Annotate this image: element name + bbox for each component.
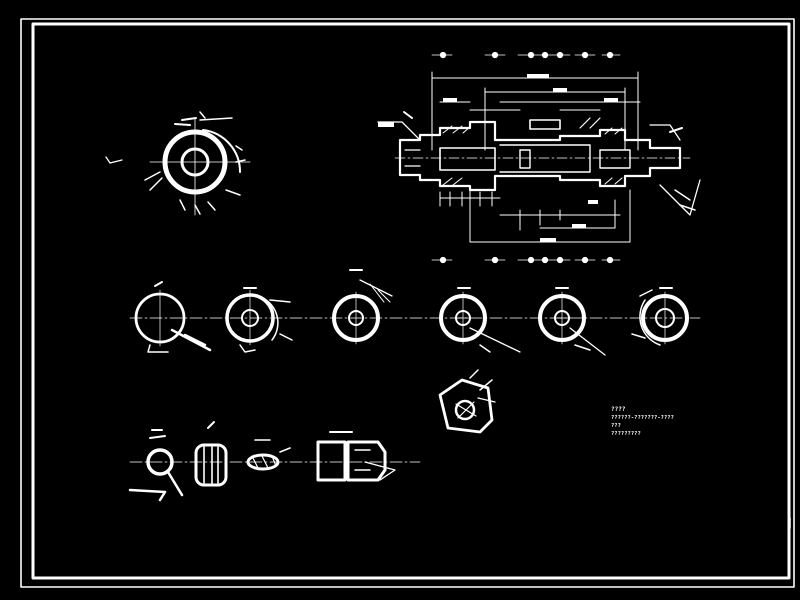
section-view-3: [332, 269, 393, 345]
notes-line-2: ???: [611, 423, 621, 429]
oblique-detail-view: [438, 369, 496, 434]
part-view-housing: [316, 431, 396, 482]
notes-line-1: ??????-???????-????: [611, 415, 674, 421]
main-section-view: [377, 51, 701, 264]
end-view-detail: [105, 111, 251, 216]
section-view-5: [538, 287, 606, 356]
section-view-4: [439, 287, 521, 353]
section-views-row: [129, 269, 701, 356]
notes-line-3: ?????????: [611, 431, 641, 437]
section-view-6: [631, 287, 689, 346]
part-view-ball: [128, 429, 184, 502]
bottom-part-views: [128, 421, 421, 502]
technical-notes: ???? ??????-???????-???? ??? ?????????: [611, 406, 761, 438]
section-view-2: [225, 287, 293, 353]
drawing-border: [20, 18, 795, 588]
part-view-bearing: [194, 421, 228, 487]
section-view-1: [134, 281, 212, 353]
notes-title: ????: [611, 406, 626, 413]
part-view-spring: [246, 439, 291, 471]
